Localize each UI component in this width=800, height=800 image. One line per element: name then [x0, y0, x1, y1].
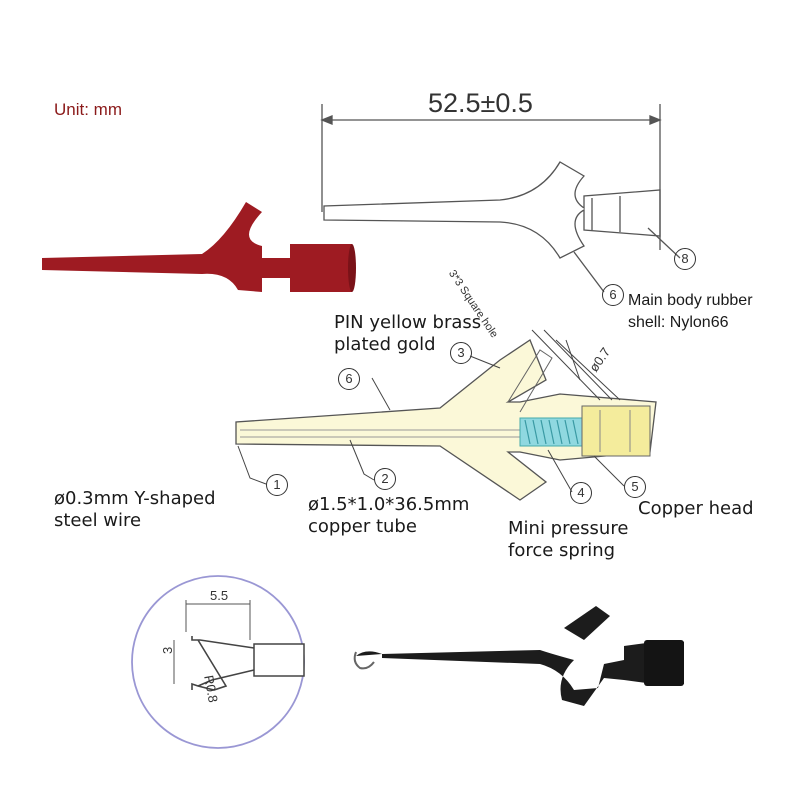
copper-tube-label-line1: ø1.5*1.0*36.5mm	[308, 494, 470, 515]
callout-1: 1	[266, 474, 288, 496]
spring-label-line1: Mini pressure	[508, 518, 629, 539]
hook-width-dimension: 5.5	[210, 588, 229, 603]
top-outline-drawing	[320, 104, 681, 293]
red-probe	[42, 202, 356, 292]
black-probe	[353, 606, 684, 706]
callout-4: 4	[570, 482, 592, 504]
main-body-label-line2: shell: Nylon66	[628, 314, 729, 331]
callout-8: 8	[674, 248, 696, 270]
pin-label-line2: plated gold	[334, 334, 436, 355]
overall-length-dimension: 52.5±0.5	[428, 88, 533, 118]
copper-tube-label-line2: copper tube	[308, 516, 417, 537]
steel-wire-label-line1: ø0.3mm Y-shaped	[54, 488, 216, 509]
callout-6-middle: 6	[338, 368, 360, 390]
copper-head-label: Copper head	[638, 498, 754, 519]
spring-label-line2: force spring	[508, 540, 616, 561]
pin-label-line1: PIN yellow brass	[334, 312, 482, 333]
callout-3: 3	[450, 342, 472, 364]
hook-gap-dimension: 3	[160, 646, 175, 654]
callout-2: 2	[374, 468, 396, 490]
main-body-label-line1: Main body rubber	[628, 292, 753, 309]
callout-5: 5	[624, 476, 646, 498]
steel-wire-label-line2: steel wire	[54, 510, 142, 531]
hook-detail	[131, 575, 305, 749]
cutaway-drawing	[235, 329, 657, 501]
callout-6-top: 6	[602, 284, 624, 306]
unit-label: Unit: mm	[54, 100, 122, 119]
